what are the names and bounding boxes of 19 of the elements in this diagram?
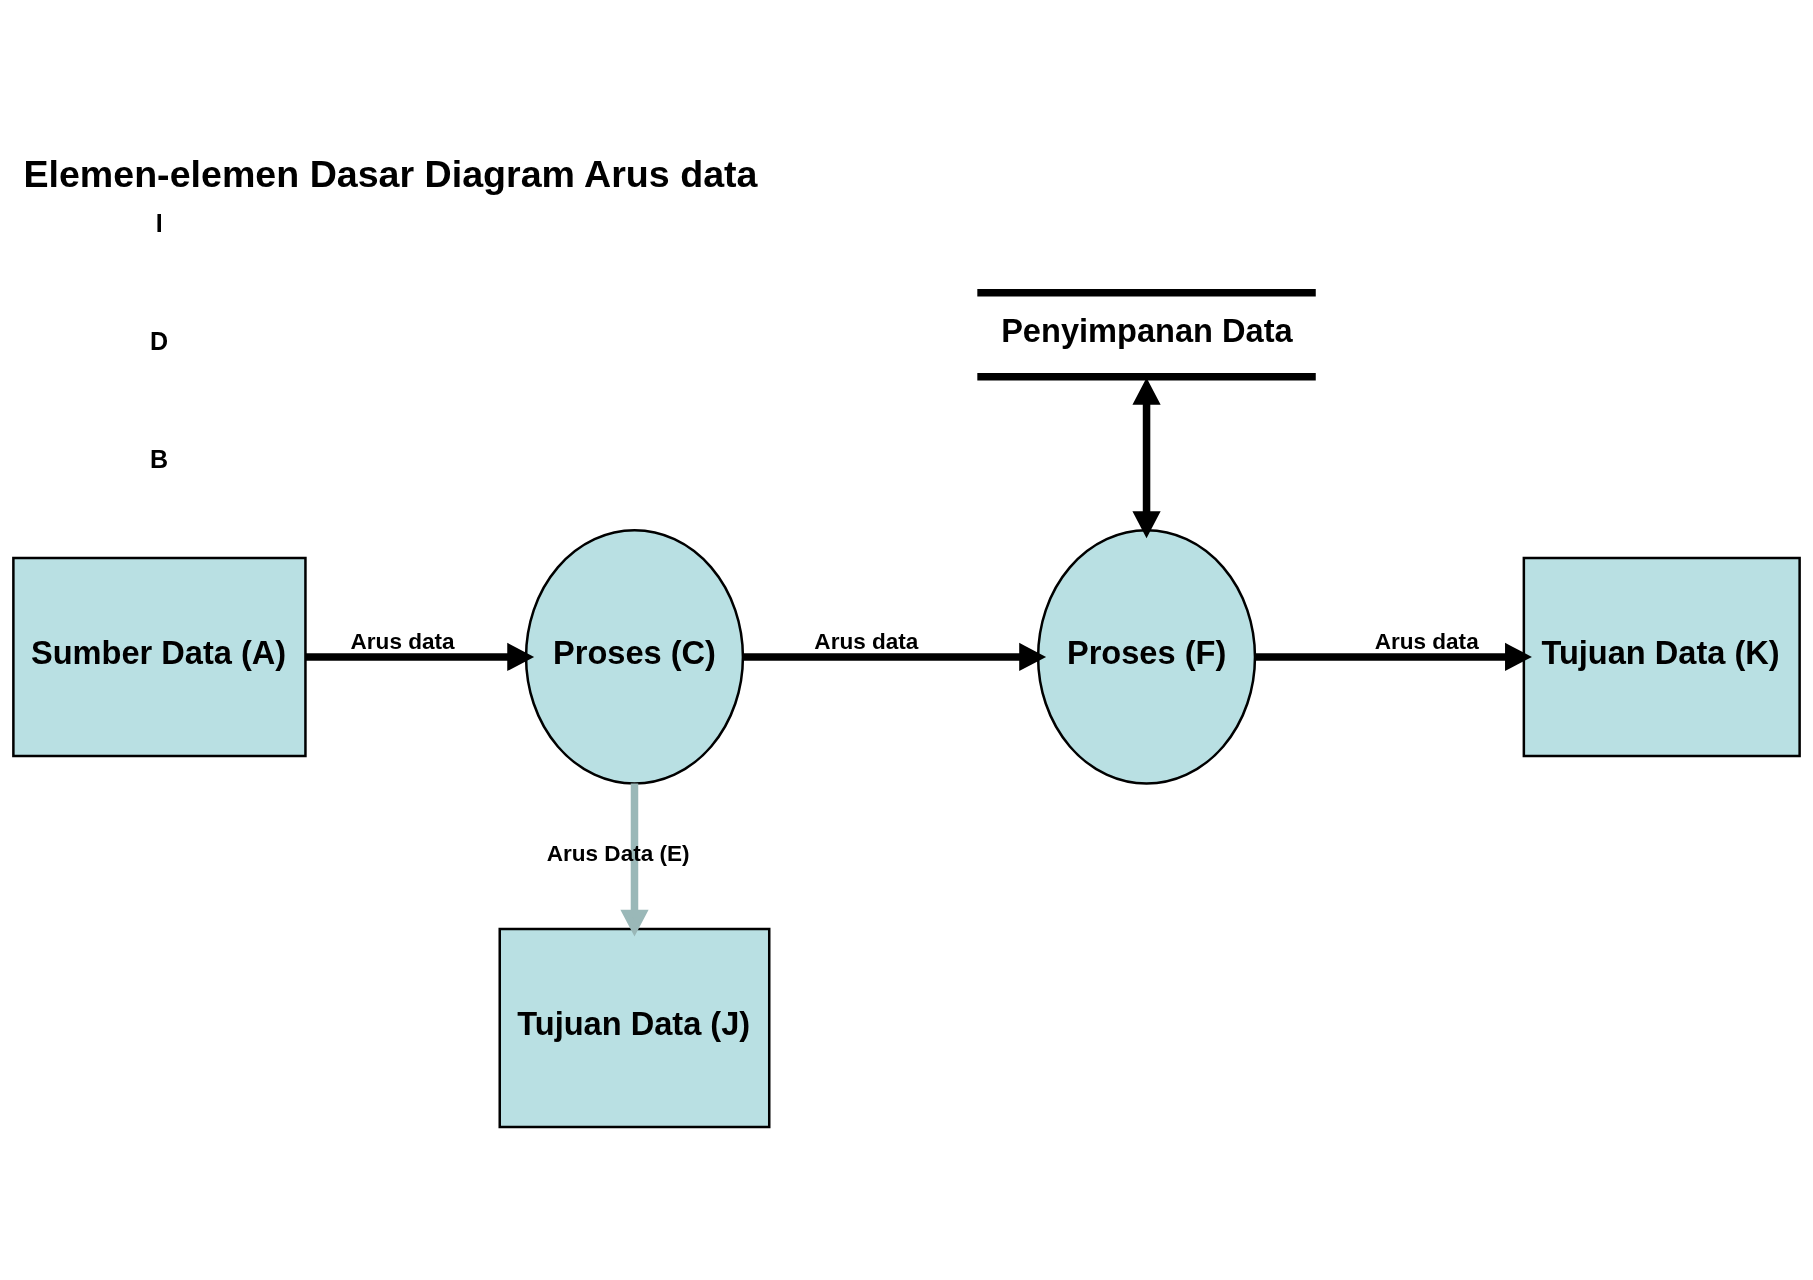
node-text: Penyimpanan Data	[1001, 312, 1293, 350]
arrow	[743, 642, 1047, 672]
arrow	[1255, 642, 1532, 672]
node-box: Tujuan Data (K)	[1522, 556, 1801, 758]
edge-label: Arus data	[350, 628, 455, 654]
edge-label: Arus data	[814, 628, 919, 654]
arrow	[1132, 377, 1161, 539]
label: B	[150, 444, 169, 473]
node-ellipse: Proses (C)	[524, 529, 745, 785]
label: I	[155, 208, 163, 237]
edge-label: Arus data	[1374, 628, 1479, 654]
label: D	[150, 326, 169, 355]
diagram-title: Elemen-elemen Dasar Diagram Arus data	[23, 152, 758, 195]
edge-label: Arus Data (E)	[546, 840, 690, 866]
node-ellipse: Proses (F)	[1036, 529, 1257, 785]
arrow	[620, 783, 649, 937]
node-box: Tujuan Data (J)	[498, 927, 771, 1129]
node-box: Sumber Data (A)	[12, 556, 307, 758]
arrow	[305, 642, 535, 672]
